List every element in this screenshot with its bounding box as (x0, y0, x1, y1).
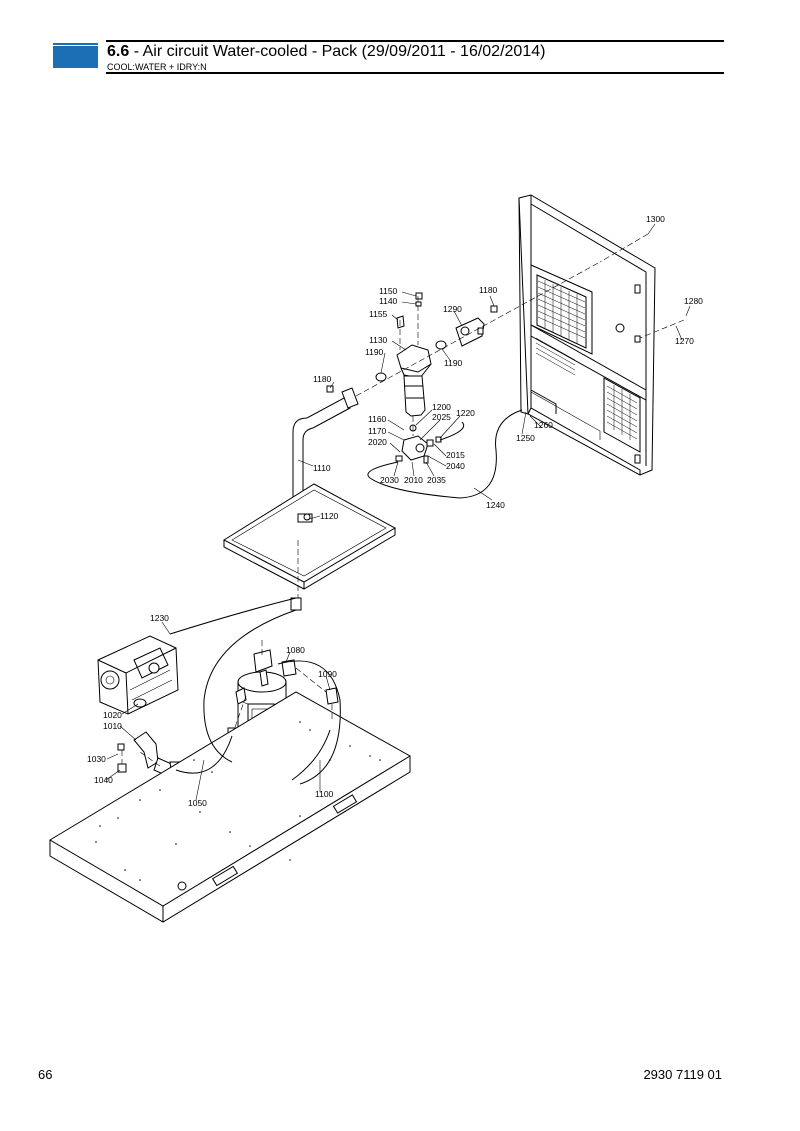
header-rule-top (106, 40, 724, 42)
callout-2025: 2025 (432, 412, 451, 422)
callout-1090: 1090 (318, 669, 337, 679)
atlas-copco-logo (53, 46, 98, 68)
callout-1270: 1270 (675, 336, 694, 346)
callout-1130: 1130 (369, 335, 388, 345)
page-subtitle: COOL:WATER + IDRY:N (107, 62, 207, 72)
callout-1155: 1155 (369, 309, 388, 319)
callout-1300: 1300 (646, 214, 665, 224)
callout-2015: 2015 (446, 450, 465, 460)
callout-1080: 1080 (286, 645, 305, 655)
mounting-plate (222, 483, 397, 590)
callout-2035: 2035 (427, 475, 446, 485)
callout-1190-left: 1190 (365, 347, 384, 357)
callout-1170: 1170 (368, 426, 387, 436)
callout-2030: 2030 (380, 475, 399, 485)
callout-1040: 1040 (94, 775, 113, 785)
compressor-element (97, 635, 179, 779)
callout-1050: 1050 (188, 798, 207, 808)
callout-1200: 1200 (432, 402, 451, 412)
callout-1100: 1100 (315, 789, 334, 799)
callout-1030: 1030 (87, 754, 106, 764)
callout-1180-top: 1180 (479, 285, 498, 295)
section-title: - Air circuit Water-cooled - Pack (29/09… (129, 43, 546, 60)
callout-1110: 1110 (313, 463, 331, 473)
callout-2010: 2010 (404, 475, 423, 485)
callout-1160: 1160 (368, 414, 387, 424)
callout-1290: 1290 (443, 304, 462, 314)
callout-1260: 1260 (534, 420, 553, 430)
header-rule-bottom (106, 72, 724, 74)
callout-1120: 1120 (320, 511, 339, 521)
callout-1010: 1010 (103, 721, 122, 731)
callout-1190-right: 1190 (444, 358, 463, 368)
alignment-lines (121, 233, 685, 767)
leader-lines (105, 223, 691, 801)
callout-1020: 1020 (103, 710, 122, 720)
callout-1180-left: 1180 (313, 374, 332, 384)
callout-1240: 1240 (486, 500, 505, 510)
callout-1140: 1140 (379, 296, 398, 306)
hoses (169, 409, 523, 785)
chassis-frame (49, 691, 411, 923)
callout-2040: 2040 (446, 461, 465, 471)
callout-1230: 1230 (150, 613, 169, 623)
section-number: 6.6 (107, 43, 130, 60)
callout-1150: 1150 (379, 286, 398, 296)
callout-1250: 1250 (516, 433, 535, 443)
callout-1280: 1280 (684, 296, 703, 306)
callout-labels: 1300 1180 1150 1140 1290 1280 1155 1130 … (87, 214, 703, 808)
callout-1220: 1220 (456, 408, 475, 418)
enclosure-panel (518, 194, 656, 476)
logo-stripe (53, 43, 98, 45)
document-number: 2930 7119 01 (643, 1067, 722, 1082)
page-title: 6.6 - Air circuit Water-cooled - Pack (2… (107, 43, 545, 61)
page-number: 66 (38, 1067, 53, 1082)
callout-2020: 2020 (368, 437, 387, 447)
